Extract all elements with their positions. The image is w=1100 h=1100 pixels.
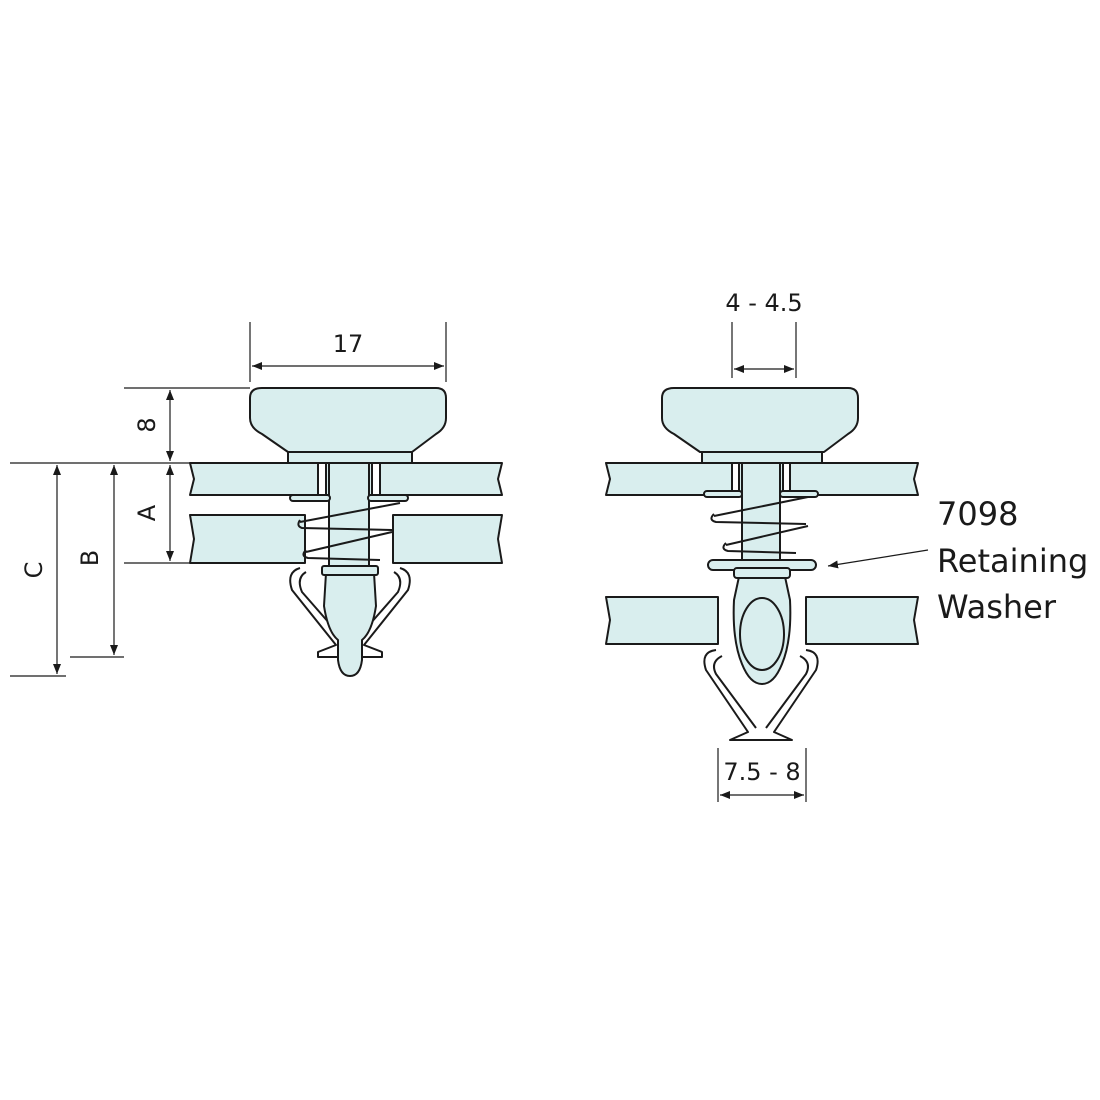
callout-line-washer: Washer — [937, 588, 1057, 626]
left-view: 17 8 A B C — [10, 322, 503, 677]
right-spring — [703, 490, 819, 554]
left-head — [249, 387, 447, 453]
callout-part-number: 7098 — [937, 495, 1018, 533]
left-bottom-panel-left — [189, 514, 306, 564]
dim-b-label: B — [76, 550, 104, 566]
left-shank-left-gap — [317, 462, 327, 496]
right-pin-bulb — [739, 597, 785, 671]
left-bottom-panel-right — [392, 514, 503, 564]
left-pin-collar — [321, 565, 379, 576]
right-head-washer — [701, 451, 823, 464]
dim-head-width-label: 17 — [333, 330, 364, 358]
left-retainer-clip-inner — [298, 571, 402, 641]
dim-shank-label: 4 - 4.5 — [725, 289, 802, 317]
dim-head-height-label: 8 — [133, 417, 161, 432]
left-spring — [289, 494, 409, 561]
right-lower-panel-left — [605, 596, 719, 645]
right-pin-collar — [733, 567, 791, 579]
right-view: 4 - 4.5 7.5 - 8 7098 Retaining Washer — [605, 289, 1088, 802]
right-retainer-clip-inner — [713, 655, 809, 729]
left-head-washer — [287, 451, 413, 464]
dim-a-label: A — [133, 504, 161, 521]
right-lower-panel-right — [805, 596, 919, 645]
left-pin-tip — [323, 572, 377, 677]
right-head — [661, 387, 859, 453]
right-shank — [741, 462, 781, 569]
callout-line-retaining: Retaining — [937, 542, 1088, 580]
right-retainer-clip — [703, 649, 819, 741]
left-shank-right-gap — [371, 462, 381, 496]
dim-c-label: C — [20, 562, 48, 579]
dim-clip-label: 7.5 - 8 — [723, 758, 800, 786]
left-shank — [328, 462, 370, 574]
